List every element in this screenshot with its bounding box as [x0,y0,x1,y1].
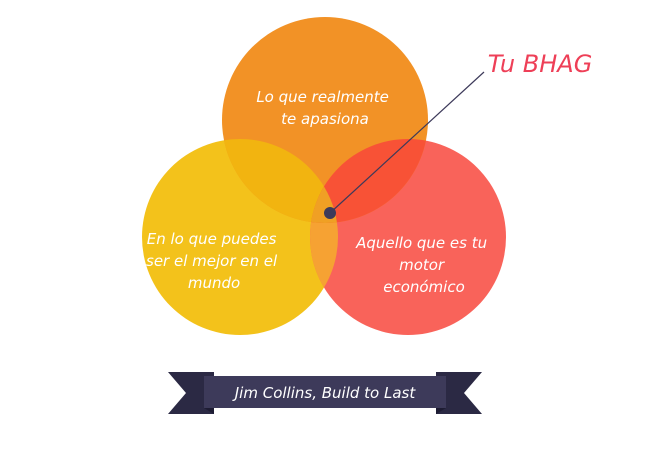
label-right-line-3: económico [383,278,465,296]
callout-line [329,71,485,214]
banner-label: Jim Collins, Build to Last [232,384,417,402]
label-right: Aquello que es tu motor económico [355,234,492,296]
banner-fold-left [204,408,214,414]
label-top-line-2: te apasiona [281,110,369,128]
banner-tail-right [436,372,482,414]
label-left-line-1: En lo que puedes [147,230,277,248]
label-left-line-3: mundo [188,274,240,292]
banner-body [204,376,446,408]
banner-fold-right [436,408,446,414]
overlap-top-left [222,139,338,223]
label-left-line-2: ser el mejor en el [146,252,278,270]
label-right-line-1: Aquello que es tu [355,234,487,252]
citation-banner: Jim Collins, Build to Last [168,372,482,414]
label-right-line-2: motor [399,256,445,274]
overlap-top-right [310,139,428,223]
banner-tail-left [168,372,214,414]
label-left: En lo que puedes ser el mejor en el mund… [146,230,282,292]
callout-dot [324,207,336,219]
callout-label: Tu BHAG [488,50,593,78]
label-top: Lo que realmente te apasiona [256,88,393,128]
label-top-line-1: Lo que realmente [256,88,389,106]
